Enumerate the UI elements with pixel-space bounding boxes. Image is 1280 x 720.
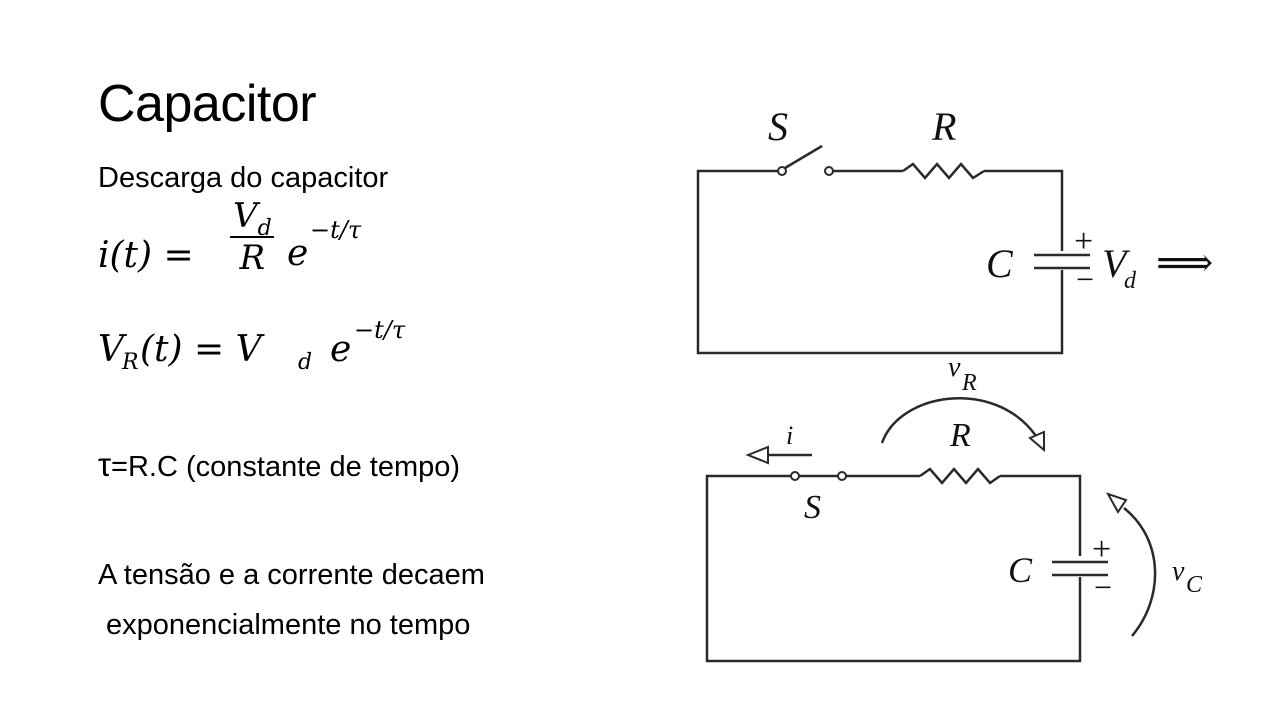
decay-text-line-1: A tensão e a corrente decaem (98, 559, 485, 591)
top-switch-blade (784, 144, 823, 170)
eq2-exp-power: −t/τ (354, 316, 406, 344)
resistor-voltage-arrow-icon (1028, 430, 1045, 453)
capacitor-voltage-arrow-icon (1105, 492, 1128, 514)
current-arrow-icon (745, 445, 769, 465)
slide-subtitle: Descarga do capacitor (98, 162, 389, 194)
capacitor-voltage-arc (1123, 507, 1157, 637)
time-constant-line: τ=R.C (constante de tempo) (98, 448, 460, 484)
top-circuit: S R C + − V d ⟹ (696, 104, 1213, 355)
eq2-mid: (t) = V (140, 329, 262, 370)
eq2-v: V (98, 329, 124, 370)
eq1-numerator-sub: d (257, 215, 272, 241)
bottom-minus-sign: − (1094, 569, 1112, 605)
top-switch-label: S (768, 104, 788, 149)
capacitor-voltage-label: v (1172, 556, 1185, 587)
eq1-numerator: V (233, 196, 258, 236)
eq1-denominator: R (239, 238, 266, 278)
bottom-circuit-wires (705, 474, 1082, 663)
eq2-v-sub: R (122, 350, 139, 375)
discharge-arrow-icon: ⟹ (1156, 240, 1213, 285)
top-capacitor-label: C (986, 241, 1014, 286)
bottom-capacitor-label: C (1008, 550, 1033, 590)
eq2-mid-sub: d (298, 350, 313, 375)
top-voltage-sub: d (1124, 268, 1137, 294)
eq1-lhs: i(t) = (98, 235, 194, 276)
eq1-fraction: Vd R (229, 196, 276, 278)
top-switch-terminal-left (777, 166, 787, 176)
bottom-circuit: i v R v C S R C + − (705, 352, 1203, 663)
time-constant-text: =R.C (constante de tempo) (111, 451, 461, 483)
top-plus-sign: + (1074, 223, 1093, 260)
tau-symbol: τ (98, 446, 112, 483)
bottom-switch-label: S (804, 489, 821, 526)
top-resistor (902, 162, 985, 180)
top-circuit-wires (696, 169, 1064, 355)
resistor-voltage-label: v (948, 352, 961, 383)
eq1-exp-power: −t/τ (310, 216, 362, 244)
slide-title: Capacitor (98, 75, 317, 133)
eq1-exp-base: e (287, 233, 309, 274)
bottom-switch-terminal-left (790, 471, 800, 481)
current-label: i (786, 421, 793, 450)
fraction-bar (230, 236, 275, 238)
top-resistor-label: R (931, 104, 956, 149)
top-switch-terminal-right (824, 166, 834, 176)
top-minus-sign: − (1076, 261, 1094, 297)
bottom-plus-sign: + (1092, 531, 1111, 568)
eq2-exp-base: e (330, 329, 352, 370)
capacitor-voltage-sub: C (1186, 572, 1203, 598)
decay-text-line-2: exponencialmente no tempo (106, 609, 471, 641)
resistor-voltage-sub: R (961, 370, 977, 396)
top-voltage-label: V (1102, 241, 1131, 286)
bottom-switch-terminal-right (837, 471, 847, 481)
resistor-voltage-arc (880, 397, 1038, 444)
bottom-resistor-label: R (949, 417, 971, 454)
bottom-resistor (919, 467, 1001, 485)
